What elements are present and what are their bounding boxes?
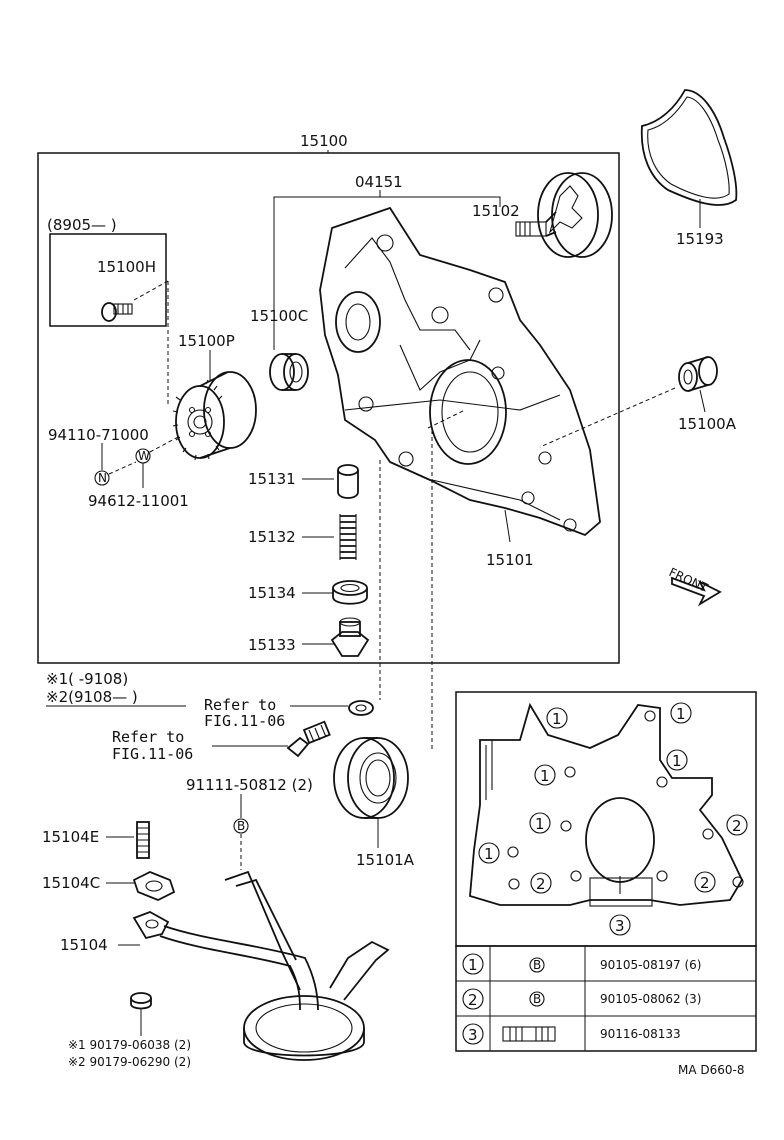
- bolt-pos-1a: 1: [546, 707, 568, 729]
- svg-text:90105-08062 (3): 90105-08062 (3): [600, 992, 702, 1006]
- bolt-box: [49, 233, 167, 327]
- plug-drawing: [330, 617, 370, 657]
- gasket-104c-drawing: [132, 871, 176, 901]
- pump-body-drawing: [319, 206, 601, 537]
- refer-1-line-a: Refer to: [204, 696, 276, 714]
- label-pulley: 15100P: [178, 332, 235, 350]
- svg-text:1: 1: [535, 815, 545, 833]
- label-nut-1: ※1 90179-06038 (2): [68, 1038, 191, 1052]
- oil-switch-drawing: [286, 720, 331, 758]
- label-pump-body: 15101: [486, 551, 534, 569]
- label-gasket-104c: 15104C: [42, 874, 100, 892]
- refer-2-line-a: Refer to: [112, 728, 184, 746]
- stud-drawing: [136, 821, 150, 859]
- svg-text:1: 1: [468, 956, 478, 974]
- svg-text:2: 2: [700, 874, 710, 892]
- label-oil-seal: 15101A: [356, 851, 415, 869]
- svg-text:2: 2: [468, 991, 478, 1009]
- label-plug-cap: 15131: [248, 470, 296, 488]
- figure-code: MA D660-8: [678, 1063, 745, 1077]
- label-plug: 15133: [248, 636, 296, 654]
- svg-text:1: 1: [484, 845, 494, 863]
- svg-text:1: 1: [552, 710, 562, 728]
- front-arrow-icon: FRONT: [667, 565, 722, 607]
- stud-bolt-icon: [502, 1026, 556, 1042]
- bolt-pos-2a: 2: [726, 814, 748, 836]
- assembly-frame: [37, 152, 620, 664]
- label-strainer: 15104: [60, 936, 108, 954]
- small-washer-drawing: [348, 700, 374, 716]
- svg-text:B: B: [533, 992, 541, 1006]
- spring-drawing: [339, 514, 357, 560]
- label-spring: 15132: [248, 528, 296, 546]
- svg-text:B: B: [533, 958, 541, 972]
- svg-text:W: W: [138, 449, 150, 463]
- marker-n: N: [94, 470, 110, 486]
- bolt-location-box: [455, 691, 757, 947]
- svg-text:90105-08197 (6): 90105-08197 (6): [600, 958, 702, 972]
- note-1: ※1( -9108): [46, 670, 128, 688]
- svg-text:2: 2: [732, 817, 742, 835]
- label-pin: 94110-71000: [48, 426, 149, 444]
- bolt-pos-1e: 1: [529, 812, 551, 834]
- bolt-pos-3: 3: [609, 914, 631, 936]
- label-nut-2: ※2 90179-06290 (2): [68, 1055, 191, 1069]
- seal-ring-drawing: [640, 89, 738, 206]
- svg-text:90116-08133: 90116-08133: [600, 1027, 681, 1041]
- bolt-pos-2c: 2: [694, 871, 716, 893]
- label-washer-part: 94612-11001: [88, 492, 189, 510]
- oil-seal-c-drawing: [269, 353, 309, 391]
- bolt-pos-1f: 1: [478, 842, 500, 864]
- pulley-drawing: [172, 371, 257, 461]
- svg-text:N: N: [98, 471, 107, 485]
- legend-row-2: 2 B 90105-08062 (3): [462, 988, 702, 1010]
- label-bushing: 15100A: [678, 415, 737, 433]
- svg-text:1: 1: [676, 705, 686, 723]
- svg-text:3: 3: [615, 917, 625, 935]
- rotor-drawing: [515, 172, 613, 258]
- svg-text:3: 3: [468, 1026, 478, 1044]
- plug-cap-drawing: [337, 464, 359, 499]
- gasket-134-drawing: [332, 580, 368, 605]
- marker-w: W: [135, 448, 151, 464]
- label-gasket-kit: 04151: [355, 173, 403, 191]
- svg-text:2: 2: [536, 875, 546, 893]
- label-gasket-134: 15134: [248, 584, 296, 602]
- bushing-drawing: [678, 356, 718, 392]
- svg-text:1: 1: [672, 752, 682, 770]
- oil-seal-drawing: [333, 737, 409, 819]
- svg-text:B: B: [237, 819, 245, 833]
- label-stud: 15104E: [42, 828, 99, 846]
- bolt-15100H-drawing: [101, 280, 169, 405]
- label-bolt-91111: 91111-50812 (2): [186, 776, 313, 794]
- bolt-pos-1d: 1: [534, 764, 556, 786]
- note-2: ※2(9108— ): [46, 688, 138, 706]
- bolt-pos-1c: 1: [666, 749, 688, 771]
- label-date-range: (8905— ): [47, 216, 117, 234]
- legend-table: [455, 945, 757, 1052]
- svg-text:1: 1: [540, 767, 550, 785]
- label-oil-seal-c: 15100C: [250, 307, 308, 325]
- strainer-drawing: [132, 870, 390, 1061]
- nut-drawing: [130, 992, 152, 1010]
- label-assembly: 15100: [300, 132, 348, 150]
- label-rotor: 15102: [472, 202, 520, 220]
- label-bolt: 15100H: [97, 258, 156, 276]
- legend-row-1: 1 B 90105-08197 (6): [462, 953, 702, 975]
- label-seal-ring: 15193: [676, 230, 724, 248]
- refer-2-line-b: FIG.11-06: [112, 745, 193, 763]
- bolt-pos-2b: 2: [530, 872, 552, 894]
- legend-row-3: 3 90116-08133: [462, 1023, 681, 1045]
- refer-1-line-b: FIG.11-06: [204, 712, 285, 730]
- bolt-location-body: [469, 702, 744, 907]
- marker-b-91111: B: [233, 818, 249, 834]
- bolt-pos-1b: 1: [670, 702, 692, 724]
